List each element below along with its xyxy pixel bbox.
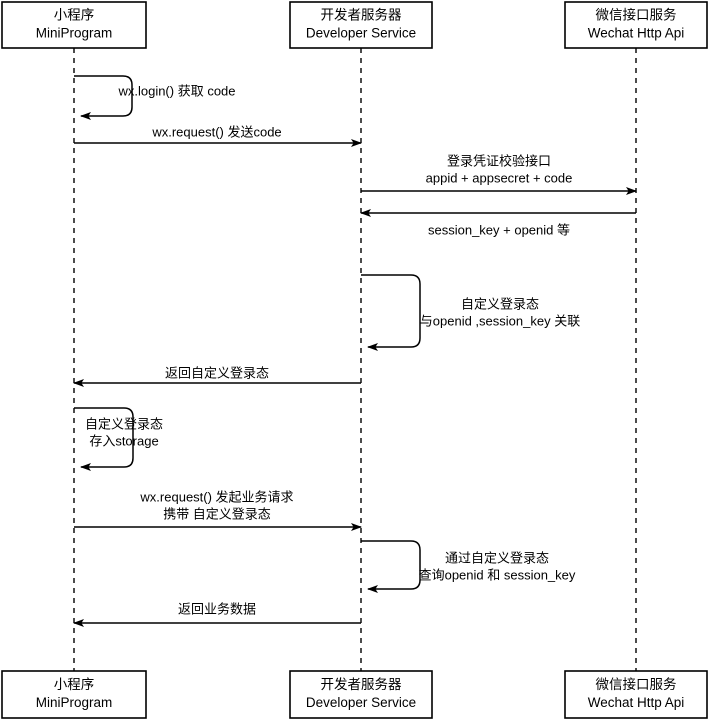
messages-layer: wx.login() 获取 code wx.request() 发送code 登录凭… bbox=[73, 75, 637, 627]
message-msg-wx-login bbox=[74, 75, 133, 120]
message-msg-return-business-data-label-line-1: 返回业务数据 bbox=[178, 601, 256, 616]
message-msg-business-request-label-line-2: 携带 自定义登录态 bbox=[163, 506, 271, 521]
actor-box-wechat-http-api-bottom: 微信接口服务 Wechat Http Api bbox=[564, 670, 708, 719]
message-msg-return-custom-login-state-label-line-1: 返回自定义登录态 bbox=[165, 365, 269, 380]
self-message-path-msg-wx-login bbox=[74, 75, 133, 120]
actor-label-cn-wechat-http-api-bottom: 微信接口服务 bbox=[596, 676, 677, 692]
message-msg-query-openid bbox=[361, 540, 421, 593]
actor-box-miniprogram-top: 小程序 MiniProgram bbox=[1, 1, 147, 49]
actor-label-en-wechat-http-api-bottom: Wechat Http Api bbox=[588, 695, 685, 710]
actor-label-cn-developer-service-bottom: 开发者服务器 bbox=[321, 677, 402, 692]
message-msg-query-openid-label-line-2: 查询openid 和 session_key bbox=[419, 567, 576, 582]
actor-label-cn-miniprogram-bottom: 小程序 bbox=[54, 677, 95, 692]
self-message-path-msg-query-openid bbox=[361, 540, 421, 593]
message-msg-code2session-label-line-1: 登录凭证校验接口 bbox=[447, 153, 551, 168]
message-msg-custom-login-state-label-line-2: 与openid ,session_key 关联 bbox=[420, 313, 580, 328]
actor-label-en-developer-service-bottom: Developer Service bbox=[306, 695, 416, 710]
actor-rect-miniprogram-bottom bbox=[1, 670, 147, 719]
actor-box-wechat-http-api-top: 微信接口服务 Wechat Http Api bbox=[564, 1, 708, 49]
self-message-path-msg-custom-login-state bbox=[361, 274, 421, 351]
actor-label-cn-wechat-http-api-top: 微信接口服务 bbox=[596, 7, 677, 23]
message-msg-save-storage-label-line-1: 自定义登录态 bbox=[85, 416, 163, 431]
message-msg-code2session-label-line-2: appid + appsecret + code bbox=[426, 170, 573, 185]
message-msg-save-storage-label-line-2: 存入storage bbox=[89, 433, 158, 448]
actor-rect-wechat-http-api-bottom bbox=[564, 670, 708, 719]
message-msg-business-request-label-line-1: wx.request() 发起业务请求 bbox=[139, 489, 293, 504]
actor-label-en-wechat-http-api-top: Wechat Http Api bbox=[588, 26, 685, 41]
message-msg-custom-login-state bbox=[361, 274, 421, 351]
actor-label-en-developer-service-top: Developer Service bbox=[306, 26, 416, 41]
message-msg-custom-login-state-label-line-1: 自定义登录态 bbox=[461, 296, 539, 311]
actor-label-en-miniprogram-bottom: MiniProgram bbox=[36, 695, 113, 710]
actor-label-cn-miniprogram-top: 小程序 bbox=[54, 8, 95, 23]
actor-box-developer-service-top: 开发者服务器 Developer Service bbox=[289, 1, 433, 49]
message-msg-wx-login-label-line-1: wx.login() 获取 code bbox=[117, 83, 235, 98]
actor-box-developer-service-bottom: 开发者服务器 Developer Service bbox=[289, 670, 433, 719]
lifelines-layer bbox=[73, 48, 637, 671]
actor-label-en-miniprogram-top: MiniProgram bbox=[36, 26, 113, 41]
actor-rect-developer-service-bottom bbox=[289, 670, 433, 719]
self-message-path-msg-save-storage bbox=[74, 407, 134, 471]
message-msg-session-key-openid-label-line-1: session_key + openid 等 bbox=[428, 222, 570, 237]
actor-label-cn-developer-service-top: 开发者服务器 bbox=[321, 8, 402, 23]
message-msg-save-storage bbox=[74, 407, 134, 471]
message-msg-wx-request-code-label-line-1: wx.request() 发送code bbox=[151, 124, 281, 139]
message-msg-query-openid-label-line-1: 通过自定义登录态 bbox=[445, 550, 549, 565]
actor-box-miniprogram-bottom: 小程序 MiniProgram bbox=[1, 670, 147, 719]
actor-rect-developer-service-top bbox=[289, 1, 433, 49]
actor-rect-miniprogram-top bbox=[1, 1, 147, 49]
actor-rect-wechat-http-api-top bbox=[564, 1, 708, 49]
